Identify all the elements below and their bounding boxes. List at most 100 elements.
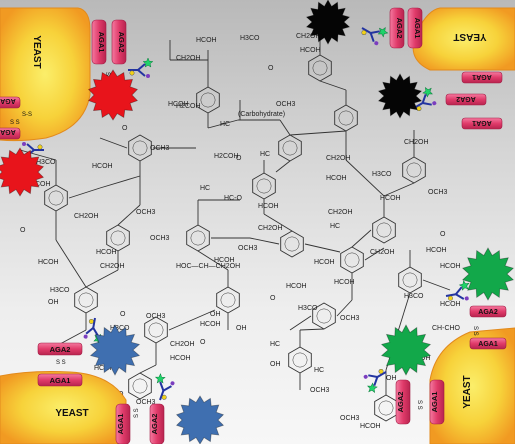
svg-text:AGA1: AGA1: [472, 73, 492, 80]
bond: [289, 130, 347, 136]
chem-label: OH: [210, 311, 221, 318]
chem-label: H2COH: [176, 103, 201, 110]
aga1-protein-bottom-left-vertical: AGA1: [115, 403, 131, 444]
enzyme-linker: [18, 142, 44, 163]
chem-label: O: [122, 125, 128, 132]
chem-label: HCOH: [334, 279, 355, 286]
chem-label: CH2OH: [100, 263, 125, 270]
chem-label: HC: [314, 367, 324, 374]
svg-text:AGA2: AGA2: [0, 128, 16, 135]
enzyme-linkers: [18, 27, 470, 401]
svg-text:AGA2: AGA2: [150, 414, 159, 435]
chem-label: HC: [330, 223, 340, 230]
aga2-protein-top-left: AGA2: [111, 19, 127, 65]
chem-label: HCOH: [258, 203, 279, 210]
bond: [351, 229, 372, 248]
enzyme-linker: [363, 368, 387, 393]
aga1-protein-bottom-right: AGA1: [429, 379, 445, 425]
aromatic-ring: [282, 140, 298, 156]
red-enzyme-star: [87, 69, 139, 121]
chem-label: HCOH: [200, 321, 221, 328]
bond: [383, 182, 415, 197]
chem-label: O: [268, 65, 274, 72]
bond: [304, 243, 341, 253]
bond: [299, 328, 325, 331]
aga2-protein-bottom-right: AGA2: [395, 379, 411, 425]
disulfide-top-left-2: S-S: [22, 112, 32, 118]
lignin-structure: HCOHCH2OH(Carbohydrate)HCH2COHH3COHCOHCH…: [19, 30, 461, 430]
aga1-protein-right-lower: AGA1: [469, 337, 507, 350]
yellow-tag: [448, 295, 453, 301]
chem-label: O: [200, 339, 206, 346]
purple-tag: [432, 101, 437, 106]
benzene-ring: [374, 394, 398, 422]
chem-label: OCH3: [136, 209, 156, 216]
aga2-protein-left-upper: AGA2: [0, 127, 21, 140]
svg-text:AGA1: AGA1: [0, 97, 16, 104]
yellow-tag: [416, 106, 422, 112]
chem-label: CH-CHO: [432, 325, 461, 332]
chem-label: OCH3: [238, 245, 258, 252]
bond: [59, 329, 87, 345]
chem-label: OCH3: [310, 387, 330, 394]
aga2-protein-right-lower: AGA2: [469, 305, 507, 318]
aga1-protein-top-right: AGA1: [407, 7, 423, 49]
bond: [99, 175, 141, 189]
bond: [55, 239, 87, 288]
chem-label: HCOH: [96, 249, 117, 256]
chem-label: CH2OH: [404, 139, 429, 146]
purple-tag: [363, 374, 368, 379]
bond: [139, 364, 157, 374]
bond: [275, 160, 291, 173]
aga2-protein-top-right: AGA2: [389, 7, 405, 49]
green-enzyme-star: [380, 324, 432, 376]
chem-label: H3CO: [36, 159, 56, 166]
aromatic-ring: [402, 272, 418, 288]
aromatic-ring: [132, 378, 148, 394]
chem-label: OCH3: [150, 235, 170, 242]
chem-label: HCOH: [170, 355, 191, 362]
chem-label: H3CO: [298, 305, 318, 312]
yeast-label-bottom-left: YEAST: [55, 408, 88, 419]
chem-label: CH2OH: [370, 249, 395, 256]
aromatic-ring: [220, 292, 236, 308]
blue-enzyme-star: [89, 324, 141, 376]
benzene-ring: [106, 224, 130, 252]
svg-text:AGA1: AGA1: [413, 18, 422, 39]
yeast-cell-bottom-left: YEAST: [0, 371, 127, 444]
aromatic-ring: [406, 162, 422, 178]
chem-label: HCOH: [380, 195, 401, 202]
chem-label: OH: [386, 375, 397, 382]
benzene-ring: [144, 316, 168, 344]
aga2-protein-bottom-left: AGA2: [37, 342, 83, 356]
black-enzyme-star: [377, 73, 423, 119]
chem-label: HCOH: [440, 301, 461, 308]
disulfide-bottom-left: S S: [56, 360, 66, 366]
svg-text:AGA2: AGA2: [478, 309, 498, 316]
benzene-ring: [74, 286, 98, 314]
purple-tag: [22, 142, 26, 146]
chem-label: HCOH: [92, 163, 113, 170]
chem-label: HC-O: [224, 195, 242, 202]
svg-text:AGA1: AGA1: [478, 341, 498, 348]
enzyme-linker: [445, 280, 470, 301]
svg-text:AGA1: AGA1: [50, 376, 71, 385]
svg-text:AGA2: AGA2: [395, 18, 404, 39]
chem-label: H3CO: [240, 35, 260, 42]
green-tag: [154, 373, 166, 384]
chem-label: OH: [48, 299, 59, 306]
aromatic-ring: [132, 140, 148, 156]
bond: [117, 204, 141, 226]
chem-label: OH: [270, 361, 281, 368]
chem-label: HCOH: [326, 175, 347, 182]
chem-label: H3CO: [404, 293, 424, 300]
benzene-ring: [340, 246, 364, 274]
yeast-label-top-left: YEAST: [31, 35, 42, 68]
benzene-ring: [128, 372, 152, 400]
bond: [263, 213, 293, 232]
benzene-ring: [334, 104, 358, 132]
benzene-ring: [216, 286, 240, 314]
chem-label: CH2OH: [258, 225, 283, 232]
chem-label: HOC—CH—CH2OH: [176, 263, 240, 270]
